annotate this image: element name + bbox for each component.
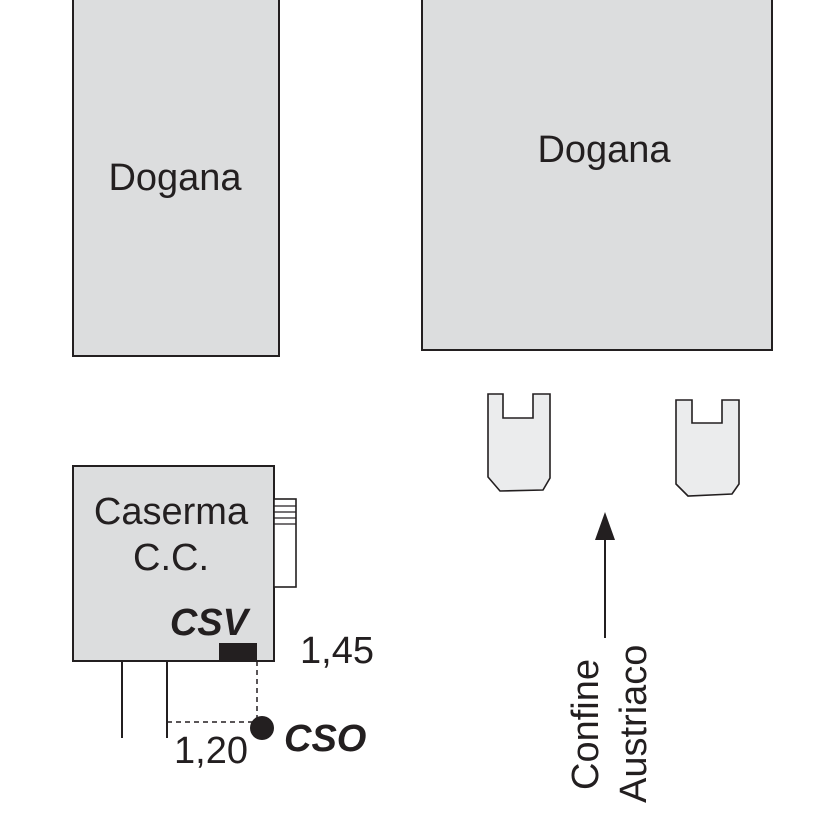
height-measurement-label: 1,45 [300,630,374,672]
direction-label: Confine Austriaco [565,645,655,803]
caserma-label-line2: C.C. [133,537,209,579]
vehicle-left [487,393,551,492]
csv-label: CSV [170,602,251,644]
cso-marker: CSO [250,716,366,760]
caserma-building: Caserma C.C. [72,465,275,662]
arrow-head-icon [595,512,615,540]
direction-label-line1: Confine [565,659,607,790]
distance-measurement-label: 1,20 [174,730,248,772]
csv-marker: CSV [170,602,257,661]
direction-label-line2: Austriaco [613,645,655,803]
dogana-left-label: Dogana [108,157,242,199]
vehicle-right [675,399,740,497]
dogana-right-label: Dogana [537,129,671,171]
cso-label: CSO [284,718,366,760]
caserma-label-line1: Caserma [94,491,249,533]
dogana-left-building: Dogana [72,0,280,357]
direction-arrow [595,512,615,638]
stairs [273,498,297,588]
dogana-right-building: Dogana [421,0,773,351]
